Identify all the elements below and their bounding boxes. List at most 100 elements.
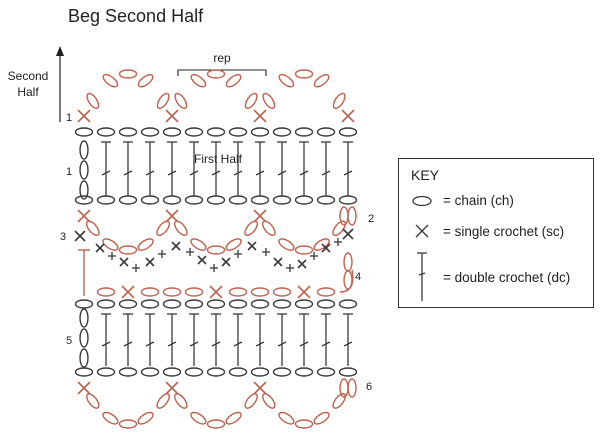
chain-stitch (343, 252, 353, 272)
chain-stitch (118, 245, 138, 255)
direction-arrow-icon (56, 46, 64, 122)
single-crochet-stitch (77, 209, 91, 223)
double-crochet-stitch (233, 141, 243, 196)
edge-loop (339, 269, 354, 293)
single-crochet-stitch (209, 285, 223, 299)
double-crochet-stitch (255, 141, 265, 196)
double-crochet-stitch (343, 313, 353, 366)
key-item-double-crochet: = double crochet (dc) (407, 251, 570, 303)
chain-stitch (102, 411, 119, 425)
single-crochet-icon (407, 223, 437, 239)
single-crochet-stitch (253, 109, 267, 123)
chain-stitch (184, 287, 204, 297)
chain-stitch (244, 220, 259, 237)
chain-stitch (118, 127, 138, 137)
chain-stitch (313, 411, 330, 425)
key-chain-label: = chain (ch) (443, 193, 514, 208)
chain-stitch (332, 393, 346, 409)
single-crochet-stitch (273, 257, 283, 267)
chain-stitch (79, 160, 89, 180)
chain-stitch (162, 127, 182, 137)
chain-stitch (244, 92, 258, 110)
first-half-label: First Half (194, 152, 243, 166)
chain-stitch (250, 127, 270, 137)
single-crochet-stitch (321, 243, 331, 253)
double-crochet-stitch (145, 313, 155, 366)
chain-stitch (137, 411, 154, 425)
row-number-1: 1 (66, 166, 72, 178)
key-item-chain: = chain (ch) (407, 193, 514, 208)
chain-stitch (228, 299, 248, 309)
chain-stitch (190, 238, 207, 251)
chain-stitch (294, 245, 314, 255)
rep-label: rep (213, 51, 231, 65)
chain-stitch (261, 220, 276, 237)
chain-stitch (162, 287, 182, 297)
double-crochet-stitch (277, 313, 287, 366)
plus-mark (132, 264, 140, 272)
chain-stitch (96, 127, 116, 137)
chain-stitch (206, 245, 226, 255)
chain-stitch (338, 367, 358, 377)
stitch-layer (74, 69, 358, 429)
chain-stitch (272, 367, 292, 377)
chain-stitch (79, 140, 89, 160)
chain-stitch (190, 411, 207, 425)
chain-stitch (184, 299, 204, 309)
chain-stitch (338, 195, 358, 205)
chain-stitch (294, 299, 314, 309)
chain-stitch (262, 92, 276, 110)
chain-stitch (272, 127, 292, 137)
double-crochet-icon (407, 251, 437, 303)
chain-stitch (316, 127, 336, 137)
single-crochet-stitch (247, 241, 257, 251)
chain-stitch (206, 419, 226, 429)
chain-stitch (228, 127, 248, 137)
chain-stitch (162, 195, 182, 205)
chain-stitch (228, 287, 248, 297)
single-crochet-stitch (165, 381, 179, 395)
single-crochet-stitch (297, 285, 311, 299)
double-crochet-stitch (321, 141, 331, 196)
chain-stitch (294, 69, 314, 79)
chain-stitch (250, 367, 270, 377)
chain-stitch (79, 180, 89, 200)
chain-stitch (156, 393, 170, 409)
chain-stitch (156, 220, 171, 237)
single-crochet-stitch (342, 228, 354, 240)
single-crochet-stitch (341, 109, 355, 123)
chain-stitch (338, 127, 358, 137)
single-crochet-stitch (221, 257, 231, 267)
chain-stitch (206, 69, 226, 79)
double-crochet-stitch (321, 313, 331, 366)
double-crochet-stitch (277, 141, 287, 196)
chain-stitch (225, 73, 242, 88)
chain-stitch (206, 299, 226, 309)
single-crochet-stitch (95, 243, 105, 253)
chain-stitch (278, 73, 295, 88)
chain-stitch (74, 299, 94, 309)
single-crochet-stitch (121, 285, 135, 299)
row-number-3: 3 (60, 231, 66, 243)
chain-stitch (250, 299, 270, 309)
single-crochet-stitch (119, 257, 129, 267)
second-half-label-line2: Half (17, 85, 39, 99)
chain-stitch (137, 238, 154, 251)
double-crochet-stitch (211, 313, 221, 366)
chain-stitch (228, 367, 248, 377)
double-crochet-stitch (123, 141, 133, 196)
second-half-label-line1: Second (8, 69, 49, 83)
row-number-5: 5 (66, 335, 72, 347)
chain-stitch (190, 73, 207, 88)
chain-stitch (140, 299, 160, 309)
chain-stitch (74, 367, 94, 377)
chain-stitch (228, 195, 248, 205)
single-crochet-stitch (171, 241, 181, 251)
double-crochet-stitch (255, 313, 265, 366)
chain-icon (407, 194, 437, 208)
chain-stitch (244, 393, 258, 409)
chain-stitch (316, 287, 336, 297)
chain-stitch (347, 378, 357, 398)
plus-mark (286, 264, 294, 272)
